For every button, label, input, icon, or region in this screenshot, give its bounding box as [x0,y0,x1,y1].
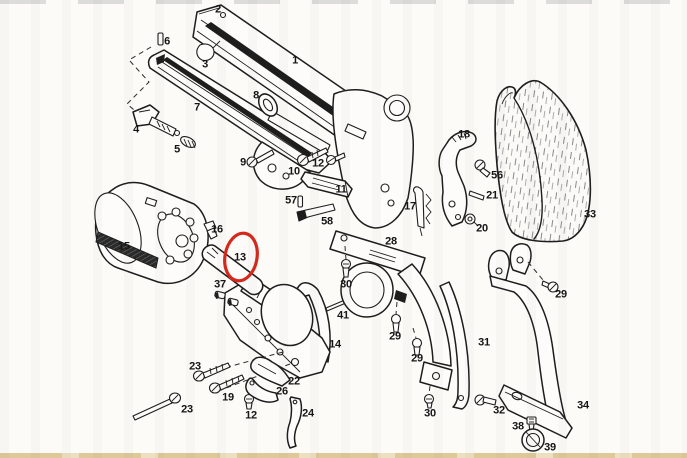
highlight-ellipse [223,231,259,283]
part-drawing-swivel-39 [521,428,545,452]
part-drawing-screw-32 [474,394,497,406]
part-callout-14: 14 [329,338,341,351]
part-callout-3: 3 [202,58,208,71]
part-callout-26: 26 [276,385,288,398]
part-drawing-hand-17 [413,186,432,237]
part-callout-19: 19 [222,391,234,404]
part-callout-2: 2 [215,3,221,16]
part-drawing-latch-3 [196,40,221,62]
part-callout-37: 37 [214,278,226,291]
part-drawing-studs-37 [214,290,239,307]
scan-edge-top [0,0,687,4]
part-callout-22: 22 [288,375,300,388]
part-callout-11: 11 [335,183,347,196]
part-drawing-screw-29b [411,327,423,356]
part-drawing-screw-23b [132,392,182,421]
part-callout-4: 4 [133,123,139,136]
part-callout-16: 16 [211,223,223,236]
part-callout-8: 8 [253,89,259,102]
part-callout-56: 56 [491,169,503,182]
part-drawing-screw-9 [246,149,275,168]
part-callout-34: 34 [577,399,589,412]
part-callout-29: 29 [389,330,401,343]
part-drawing-wedge-11 [300,171,353,198]
part-callout-12: 12 [312,157,324,170]
part-drawing-trigger-24 [286,396,303,449]
part-callout-5: 5 [174,143,180,156]
part-callout-23: 23 [189,360,201,373]
part-callout-28: 28 [385,235,397,248]
part-callout-21: 21 [486,189,498,202]
part-drawing-pin-21 [468,190,485,201]
part-drawing-grip-33 [494,80,592,243]
part-callout-18: 18 [458,128,470,141]
part-callout-6: 6 [164,35,170,48]
part-callout-31: 31 [478,336,490,349]
part-drawing-plunger-8 [257,93,331,155]
part-drawing-bolt-22 [250,356,291,387]
part-drawing-nipple-16 [203,220,218,240]
part-drawing-trigger-guard-28 [329,230,453,391]
part-callout-10: 10 [288,165,300,178]
construction-lines [126,46,152,115]
part-callout-7: 7 [194,101,200,114]
part-callout-39: 39 [544,441,556,454]
part-drawing-roller-20 [464,213,479,227]
part-drawing-arbor-13 [201,244,264,296]
part-drawing-latch-assembly-4 [132,104,181,137]
part-callout-33: 33 [584,208,596,221]
part-drawing-screw-29c [527,261,559,293]
part-callout-38: 38 [512,420,524,433]
part-drawing-screw-29a [390,301,402,333]
part-callout-58: 58 [321,215,333,228]
part-callout-13-highlighted: 13 [234,251,246,264]
part-drawing-barrel-1 [192,4,414,229]
part-callout-1: 1 [292,54,298,67]
part-drawing-screw-19 [208,374,245,394]
part-drawing-pin-57 [297,195,304,208]
part-drawing-pin-6 [157,32,164,46]
part-callout-32: 32 [493,404,505,417]
part-callout-30: 30 [340,278,352,291]
part-callout-17: 17 [404,200,416,213]
part-drawing-sear-spring-26 [245,377,279,403]
part-drawing-screw-10 [296,147,329,167]
part-drawing-screw-30a [340,245,352,278]
part-callout-12: 12 [245,409,257,422]
part-drawing-stud-58 [296,203,336,222]
part-callout-23: 23 [181,403,193,416]
part-callout-57: 57 [285,194,297,207]
part-callout-24: 24 [302,407,314,420]
part-drawing-cylinder-15 [94,181,209,284]
part-drawing-screw-56 [474,159,491,178]
part-callout-29: 29 [555,288,567,301]
part-callout-15: 15 [118,240,130,253]
part-callout-30: 30 [424,407,436,420]
part-drawing-screw-12-top [325,152,346,166]
part-callout-41: 41 [337,309,349,322]
part-drawing-screw-23a [192,362,231,382]
scan-edge-bottom [0,453,687,458]
part-drawing-backstrap-34 [487,243,573,439]
part-callout-20: 20 [476,222,488,235]
part-drawing-screw-30b [423,385,435,409]
part-callout-9: 9 [240,156,246,169]
part-callout-29: 29 [411,352,423,365]
part-drawing-strap-31 [439,281,470,410]
part-drawing-spring-5 [180,135,196,149]
part-drawing-front-sight-2 [219,11,227,19]
part-drawing-hammer-18 [438,130,477,227]
